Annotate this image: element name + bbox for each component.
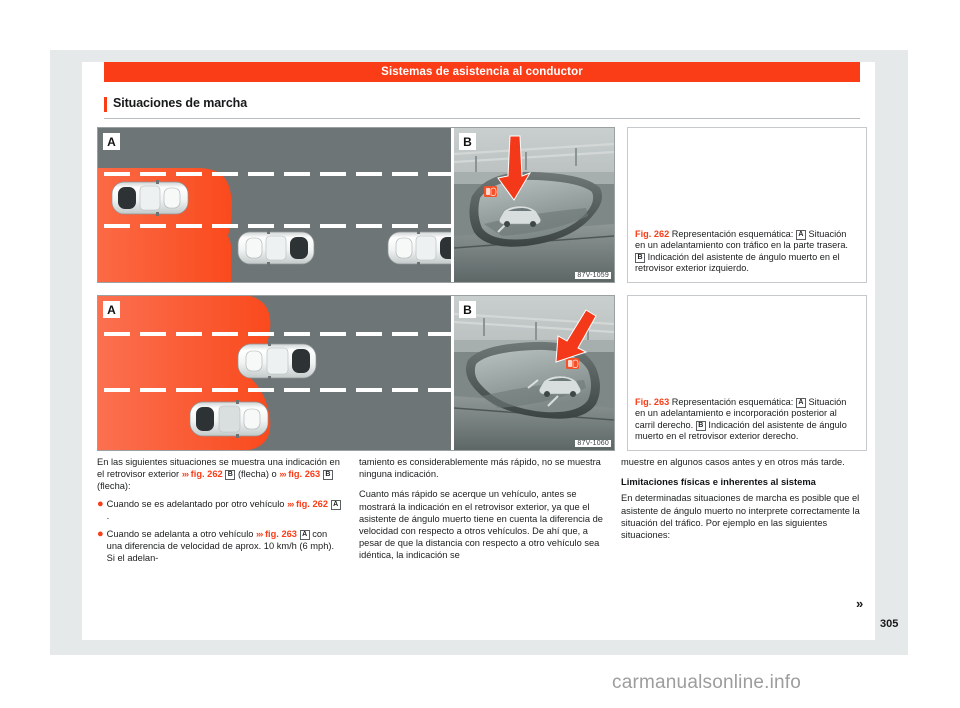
section-accent-bar: [104, 97, 107, 112]
column1-intro-a: En las siguientes situaciones se muestra…: [97, 457, 340, 480]
figure-262-panel-b-tag: B: [459, 133, 476, 150]
figure-262-panel-a-tag: A: [103, 133, 120, 150]
car-middle-263: [237, 342, 317, 380]
figure-262-caption: Fig. 262 Representación esquemática: A S…: [627, 127, 867, 283]
section-title: Situaciones de marcha: [113, 96, 248, 110]
bullet-1-ref[interactable]: fig. 262: [295, 498, 328, 509]
reflected-car-263: [539, 375, 581, 397]
figure-262: A: [97, 127, 867, 283]
body-column-3: muestre en algunos casos antes y en otro…: [621, 456, 866, 626]
bullet-1-text: Cuando se es adelantado por otro vehícul…: [106, 498, 285, 509]
column1-tag-b-2: B: [322, 470, 333, 481]
heading-divider: [104, 118, 860, 119]
callout-arrow-262: [497, 135, 532, 201]
figure-263-panel-b: B 87V-1060: [454, 296, 614, 450]
column1-intro: En las siguientes situaciones se muestra…: [97, 456, 342, 493]
callout-arrow-263: [555, 309, 597, 363]
blind-spot-warning-icon-262: [484, 186, 497, 197]
bullet-1-end: .: [106, 510, 110, 521]
chevron-ref-icon-3: ›››: [287, 498, 294, 509]
figure-263-caption-tag-a: A: [795, 397, 806, 408]
figure-263-image-code: 87V-1060: [575, 440, 611, 447]
column1-ref-262[interactable]: fig. 262: [190, 469, 223, 480]
column3-subheading: Limitaciones físicas e inherentes al sis…: [621, 476, 816, 488]
chapter-title: Sistemas de asistencia al conductor: [381, 66, 583, 78]
figure-263-panel-a-tag: A: [103, 301, 120, 318]
figure-263-panel-b-tag: B: [459, 301, 476, 318]
figure-263-panel-a: A: [98, 296, 451, 450]
figure-263-caption-text-3: Indicación del asistente de ángulo muert…: [635, 419, 847, 442]
chevron-ref-icon-2: ›››: [279, 469, 286, 480]
chevron-ref-icon-4: ›››: [256, 529, 263, 540]
watermark: carmanualsonline.info: [612, 672, 802, 693]
figure-262-caption-text-3: Indicación del asistente de ángulo muert…: [635, 251, 840, 274]
figure-262-number: Fig. 262: [635, 228, 670, 239]
figure-262-caption-text-2: Situación en un adelantamiento con tráfi…: [635, 228, 848, 251]
list-item-2: ● Cuando se adelanta a otro vehículo ›››…: [97, 528, 342, 565]
section-heading: Situaciones de marcha: [104, 96, 860, 112]
figure-262-caption-text-1: Representación esquemática:: [671, 228, 794, 239]
figure-262-image-code: 87V-1059: [575, 272, 611, 279]
car-ego: [111, 180, 189, 216]
car-far: [387, 230, 451, 266]
bullet-dot-icon-2: ●: [97, 528, 104, 541]
bullet-2-text: Cuando se adelanta a otro vehículo: [106, 529, 254, 540]
column1-intro-b: (flecha) o: [237, 469, 277, 480]
page-number: 305: [880, 618, 899, 630]
figure-262-illustration: A: [97, 127, 615, 283]
figure-263-number: Fig. 263: [635, 396, 670, 407]
column3-paragraph-1: muestre en algunos casos antes y en otro…: [621, 457, 845, 467]
figure-262-panel-b: B 87V-1059: [454, 128, 614, 282]
bullet-2-tag-a: A: [299, 530, 310, 541]
body-column-2: tamiento es considerablemente más rápido…: [359, 456, 604, 626]
figure-263-illustration: A: [97, 295, 615, 451]
figure-262-caption-tag-b: B: [635, 252, 646, 263]
figure-262-caption-tag-a: A: [795, 229, 806, 240]
bullet-1-tag-a: A: [330, 499, 341, 510]
chevron-ref-icon: ›››: [181, 469, 189, 480]
column1-tag-b-1: B: [225, 470, 236, 481]
column1-ref-263[interactable]: fig. 263: [288, 469, 321, 480]
car-ego-263: [189, 400, 269, 438]
column3-paragraph-2: En determinadas situaciones de marcha es…: [621, 493, 860, 541]
column1-intro-c: (flecha):: [97, 481, 131, 492]
figure-262-panel-a: A: [98, 128, 451, 282]
column2-paragraph-1: tamiento es considerablemente más rápido…: [359, 457, 601, 480]
figure-263: A: [97, 295, 867, 451]
figure-263-panel-divider: [451, 296, 454, 450]
car-following: [237, 230, 315, 266]
figure-263-caption-tag-b: B: [695, 420, 706, 431]
body-column-1: En las siguientes situaciones se muestra…: [97, 456, 342, 626]
blind-spot-warning-icon-263: [566, 358, 579, 369]
chapter-title-bar: Sistemas de asistencia al conductor: [104, 62, 860, 82]
bullet-2-text-b: con una diferencia de velocidad de aprox…: [106, 529, 335, 564]
column2-paragraph-2: Cuanto más rápido se acerque un vehículo…: [359, 489, 603, 561]
figure-263-caption-text-2: Situación en un adelantamiento e incorpo…: [635, 396, 847, 430]
figure-263-caption-text-1: Representación esquemática:: [671, 396, 794, 407]
list-item-1: ● Cuando se es adelantado por otro vehíc…: [97, 498, 342, 522]
body-columns: En las siguientes situaciones se muestra…: [97, 456, 867, 626]
reflected-car-262: [499, 205, 541, 227]
continuation-arrow-icon: »: [856, 596, 863, 611]
figure-262-panel-divider: [451, 128, 454, 282]
bullet-2-ref[interactable]: fig. 263: [264, 529, 297, 540]
bullet-dot-icon-1: ●: [97, 497, 104, 510]
figure-263-caption: Fig. 263 Representación esquemática: A S…: [627, 295, 867, 451]
